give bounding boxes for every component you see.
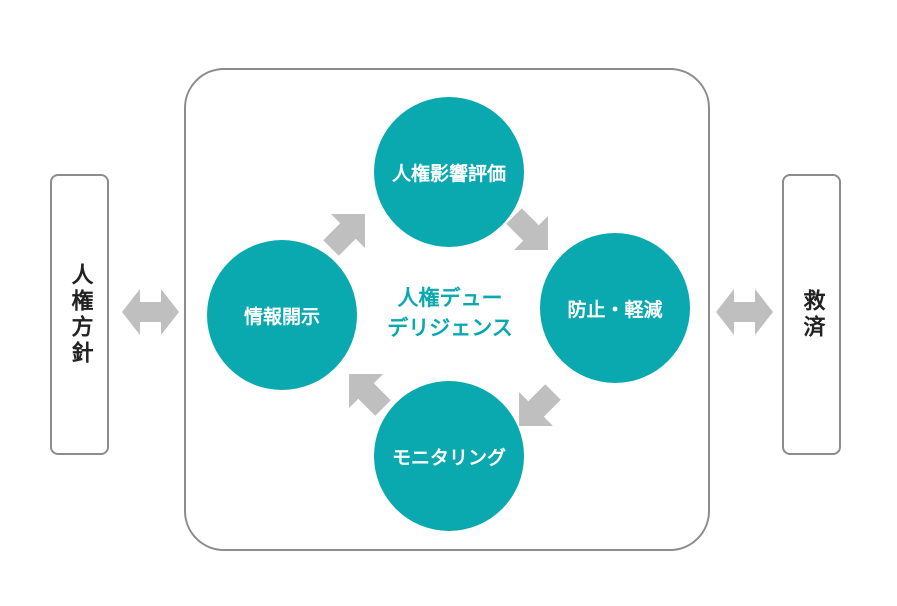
arrow-top-to-right bbox=[506, 208, 548, 250]
due-diligence-title-line2: デリジェンス bbox=[387, 316, 513, 340]
disclosure-circle: 情報開示 bbox=[207, 240, 357, 390]
arrow-right-to-bottom bbox=[519, 384, 561, 426]
due-diligence-title-line1: 人権デュー bbox=[397, 286, 503, 310]
prevention-mitigation-label: 防止・軽減 bbox=[567, 298, 663, 321]
impact-assessment-circle: 人権影響評価 bbox=[374, 97, 524, 247]
monitoring-label: モニタリング bbox=[391, 446, 506, 469]
prevention-mitigation-circle: 防止・軽減 bbox=[540, 233, 690, 383]
disclosure-label: 情報開示 bbox=[243, 305, 320, 328]
monitoring-circle: モニタリング bbox=[374, 381, 524, 531]
arrow-bottom-to-left bbox=[349, 374, 391, 416]
arrow-left-to-top bbox=[323, 214, 365, 256]
due-diligence-title: 人権デュー デリジェンス bbox=[372, 283, 528, 343]
remedy-box: 救済 bbox=[782, 174, 841, 455]
right-double-arrow bbox=[716, 289, 773, 335]
human-rights-policy-label: 人権方針 bbox=[67, 262, 93, 367]
remedy-label: 救済 bbox=[799, 288, 825, 341]
human-rights-policy-box: 人権方針 bbox=[50, 174, 109, 455]
left-double-arrow bbox=[122, 289, 179, 335]
impact-assessment-label: 人権影響評価 bbox=[391, 162, 506, 185]
